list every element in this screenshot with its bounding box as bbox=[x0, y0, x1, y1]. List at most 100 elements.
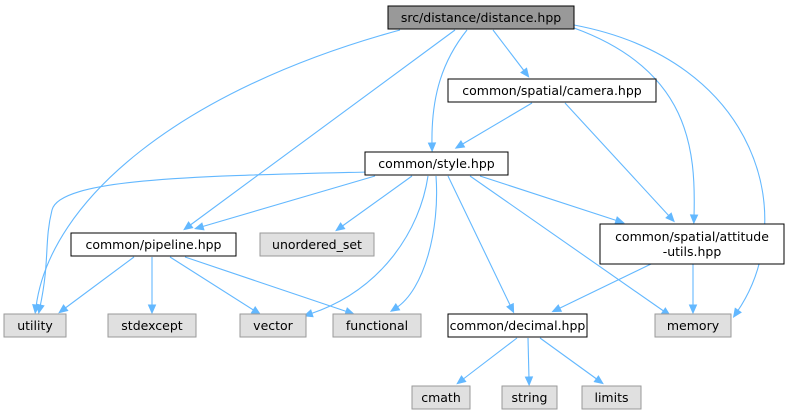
node-pipeline[interactable]: common/pipeline.hpp bbox=[70, 232, 237, 257]
edge-line bbox=[573, 24, 766, 313]
arrowhead bbox=[147, 304, 157, 315]
edge-line bbox=[200, 175, 376, 228]
arrowhead bbox=[250, 306, 262, 315]
node-unordered-set[interactable]: unordered_set bbox=[259, 232, 375, 257]
edge-attitude-to-decimal bbox=[551, 263, 652, 313]
edge-line bbox=[340, 175, 413, 228]
arrowhead bbox=[688, 304, 698, 315]
arrowhead bbox=[732, 307, 742, 318]
arrowhead bbox=[689, 214, 699, 225]
node-label: functional bbox=[346, 318, 408, 333]
node-label: common/spatial/camera.hpp bbox=[462, 83, 642, 98]
node-limits[interactable]: limits bbox=[581, 385, 642, 410]
arrowhead bbox=[593, 375, 604, 385]
node-distance[interactable]: src/distance/distance.hpp bbox=[387, 5, 575, 30]
node-memory[interactable]: memory bbox=[654, 313, 732, 338]
node-decimal[interactable]: common/decimal.hpp bbox=[447, 313, 588, 338]
node-box bbox=[259, 232, 375, 257]
node-label: string bbox=[512, 390, 548, 405]
edge-line bbox=[188, 29, 456, 227]
node-attitude[interactable]: common/spatial/attitude-utils.hpp bbox=[599, 223, 785, 265]
node-box bbox=[364, 151, 509, 176]
arrowhead bbox=[194, 222, 205, 231]
arrowhead bbox=[183, 221, 194, 231]
edge-line bbox=[573, 27, 695, 218]
node-camera[interactable]: common/spatial/camera.hpp bbox=[447, 78, 657, 103]
edge-line bbox=[447, 175, 512, 308]
edge-line bbox=[564, 102, 671, 218]
edge-line bbox=[492, 29, 526, 73]
node-box bbox=[599, 223, 785, 265]
edge-line bbox=[461, 337, 518, 381]
edge-camera-to-style bbox=[454, 102, 533, 149]
edge-line bbox=[469, 175, 666, 313]
node-label: src/distance/distance.hpp bbox=[401, 10, 561, 25]
edge-style-to-utility bbox=[36, 171, 369, 315]
edge-line bbox=[460, 102, 533, 146]
arrowhead bbox=[58, 304, 69, 314]
edge-line bbox=[431, 29, 468, 146]
node-label: unordered_set bbox=[272, 237, 362, 252]
node-label: cmath bbox=[421, 390, 461, 405]
node-box bbox=[107, 313, 197, 338]
arrowhead bbox=[551, 304, 563, 313]
node-label: stdexcept bbox=[121, 318, 182, 333]
edge-line bbox=[63, 256, 135, 310]
node-box bbox=[70, 232, 237, 257]
edge-line bbox=[395, 175, 438, 309]
node-vector[interactable]: vector bbox=[239, 313, 307, 338]
arrowhead bbox=[520, 67, 530, 78]
node-label: common/pipeline.hpp bbox=[85, 237, 221, 252]
node-box bbox=[3, 313, 67, 338]
edge-distance-to-attitude bbox=[573, 27, 699, 225]
edge-style-to-functional bbox=[389, 175, 438, 312]
edge-distance-to-memory bbox=[573, 24, 766, 318]
node-box bbox=[447, 313, 588, 338]
node-box bbox=[411, 385, 471, 410]
node-utility[interactable]: utility bbox=[3, 313, 67, 338]
arrowhead bbox=[427, 142, 437, 153]
arrowhead bbox=[665, 212, 675, 223]
node-box bbox=[387, 5, 575, 30]
edge-style-to-decimal bbox=[447, 175, 515, 314]
node-box bbox=[239, 313, 307, 338]
edge-camera-to-attitude bbox=[564, 102, 675, 223]
edge-distance-to-style bbox=[427, 29, 468, 153]
node-box bbox=[654, 313, 732, 338]
edge-pipeline-to-utility bbox=[58, 256, 135, 314]
arrowhead bbox=[335, 222, 346, 232]
node-label: common/decimal.hpp bbox=[450, 318, 586, 333]
node-box bbox=[501, 385, 558, 410]
node-string[interactable]: string bbox=[501, 385, 558, 410]
edge-pipeline-to-stdexcept bbox=[147, 257, 157, 315]
node-stdexcept[interactable]: stdexcept bbox=[107, 313, 197, 338]
node-box bbox=[447, 78, 657, 103]
node-cmath[interactable]: cmath bbox=[411, 385, 471, 410]
node-style[interactable]: common/style.hpp bbox=[364, 151, 509, 176]
edge-distance-to-camera bbox=[492, 29, 530, 78]
arrowhead bbox=[456, 375, 467, 385]
arrowhead bbox=[524, 376, 534, 387]
edge-line bbox=[35, 29, 401, 308]
node-label: limits bbox=[594, 390, 628, 405]
arrowhead bbox=[614, 216, 625, 225]
edge-line bbox=[539, 337, 599, 381]
edge-distance-to-utility bbox=[32, 29, 401, 315]
node-label: memory bbox=[667, 318, 720, 333]
node-label: common/style.hpp bbox=[378, 156, 494, 171]
node-box bbox=[332, 313, 422, 338]
arrowhead bbox=[506, 302, 515, 314]
node-label: utility bbox=[17, 318, 53, 333]
edge-line bbox=[184, 256, 349, 313]
edge-decimal-to-limits bbox=[539, 337, 604, 385]
edge-style-to-unordered_set bbox=[335, 175, 413, 232]
node-box bbox=[581, 385, 642, 410]
arrowhead bbox=[36, 303, 45, 315]
node-label: vector bbox=[253, 318, 294, 333]
edge-line bbox=[527, 337, 530, 380]
node-functional[interactable]: functional bbox=[332, 313, 422, 338]
edges-layer bbox=[32, 24, 766, 387]
arrowhead bbox=[454, 140, 466, 149]
edge-pipeline-to-vector bbox=[169, 256, 262, 315]
